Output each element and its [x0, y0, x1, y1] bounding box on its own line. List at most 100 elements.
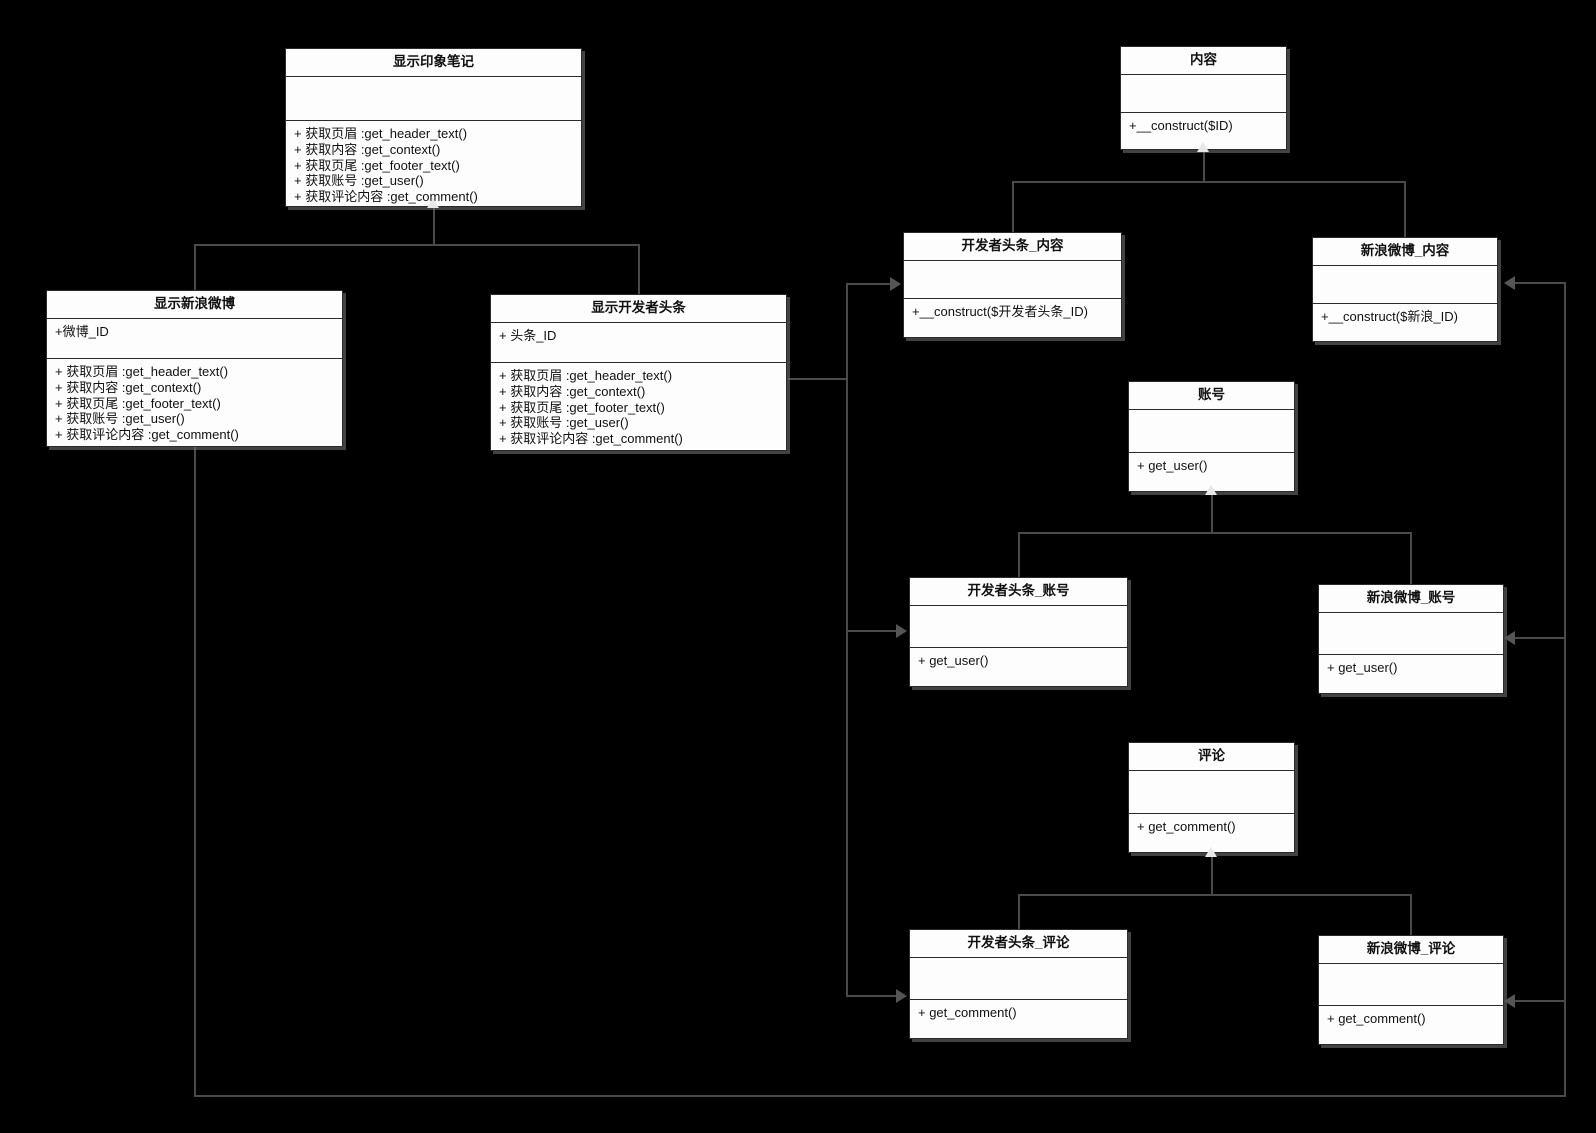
class-box-weibo-content[interactable]: 新浪微博_内容 +__construct($新浪_ID) — [1312, 237, 1498, 342]
connector-content-stem — [1203, 150, 1205, 182]
operation-row: + 获取账号 :get_user() — [499, 415, 629, 431]
class-attributes — [910, 606, 1127, 648]
operation-row: + get_user() — [1137, 457, 1208, 473]
class-operations: + get_user() — [1129, 453, 1294, 480]
class-box-display-evernote[interactable]: 显示印象笔记 + 获取页眉 :get_header_text() + 获取内容 … — [285, 48, 582, 207]
class-title: 开发者头条_评论 — [910, 930, 1127, 958]
class-attributes — [904, 261, 1121, 299]
class-title: 开发者头条_内容 — [904, 233, 1121, 261]
operation-row: + 获取评论内容 :get_comment() — [499, 431, 683, 447]
class-box-weibo-comment[interactable]: 新浪微博_评论 + get_comment() — [1318, 935, 1504, 1045]
class-title: 评论 — [1129, 743, 1294, 771]
class-operations: + 获取页眉 :get_header_text() + 获取内容 :get_co… — [491, 363, 786, 453]
class-operations: + get_user() — [910, 648, 1127, 675]
operation-row: + 获取页尾 :get_footer_text() — [499, 399, 665, 415]
connector-content-branch-toutiao — [1012, 181, 1014, 233]
connector-toutiao-out — [788, 378, 848, 380]
operation-row: + 获取内容 :get_context() — [499, 383, 646, 399]
class-operations: +__construct($开发者头条_ID) — [904, 299, 1121, 326]
class-box-toutiao-comment[interactable]: 开发者头条_评论 + get_comment() — [909, 929, 1128, 1039]
connector-comment-branch-toutiao — [1018, 894, 1020, 930]
class-operations: +__construct($新浪_ID) — [1313, 304, 1497, 331]
class-title: 账号 — [1129, 382, 1294, 410]
operation-row: + 获取账号 :get_user() — [294, 173, 424, 189]
attribute-row: +微博_ID — [55, 323, 109, 339]
generalization-head-evernote — [427, 198, 439, 208]
class-title: 显示印象笔记 — [286, 49, 581, 77]
class-operations: + get_comment() — [1129, 814, 1294, 841]
association-head-toutiao-comment — [896, 989, 907, 1003]
operation-row: + 获取页尾 :get_footer_text() — [55, 395, 221, 411]
association-head-weibo-content — [1504, 276, 1515, 290]
connector-account-branch-weibo — [1410, 532, 1412, 584]
connector-weibo-to-content — [1512, 282, 1566, 284]
connector-comment-stem — [1211, 855, 1213, 895]
connector-toutiao-to-comment — [846, 995, 902, 997]
class-attributes — [1319, 964, 1503, 1006]
class-attributes — [1319, 613, 1503, 655]
operation-row: + 获取页眉 :get_header_text() — [55, 363, 229, 379]
class-operations: + get_user() — [1319, 655, 1503, 682]
operation-row: + 获取页眉 :get_header_text() — [294, 125, 468, 141]
association-head-weibo-account — [1504, 631, 1515, 645]
connector-weibo-to-account — [1512, 637, 1566, 639]
class-box-content[interactable]: 内容 +__construct($ID) — [1120, 46, 1287, 150]
connector-toutiao-to-account — [846, 630, 902, 632]
connector-evernote-stem — [433, 207, 435, 245]
class-title: 内容 — [1121, 47, 1286, 75]
class-attributes — [1129, 771, 1294, 814]
operation-row: + 获取内容 :get_context() — [55, 379, 202, 395]
class-box-display-toutiao[interactable]: 显示开发者头条 + 头条_ID + 获取页眉 :get_header_text(… — [490, 294, 787, 451]
class-title: 开发者头条_账号 — [910, 578, 1127, 606]
class-title: 显示开发者头条 — [491, 295, 786, 323]
class-box-account[interactable]: 账号 + get_user() — [1128, 381, 1295, 492]
operation-row: +__construct($ID) — [1129, 117, 1233, 133]
class-attributes — [1121, 75, 1286, 113]
class-box-display-weibo[interactable]: 显示新浪微博 +微博_ID + 获取页眉 :get_header_text() … — [46, 290, 343, 447]
connector-toutiao-trunk — [846, 283, 848, 996]
association-head-toutiao-content — [890, 277, 901, 291]
class-title: 显示新浪微博 — [47, 291, 342, 319]
connector-account-bus — [1018, 532, 1412, 534]
generalization-head-content — [1197, 142, 1209, 152]
class-attributes — [1313, 266, 1497, 304]
association-head-toutiao-account — [896, 624, 907, 638]
connector-toutiao-to-content — [846, 283, 896, 285]
operation-row: + get_comment() — [1327, 1010, 1426, 1026]
operation-row: + get_user() — [1327, 659, 1398, 675]
connector-evernote-bus — [194, 244, 640, 246]
connector-weibo-down — [194, 447, 196, 1097]
operation-row: + get_comment() — [918, 1004, 1017, 1020]
class-attributes — [1129, 410, 1294, 453]
class-title: 新浪微博_账号 — [1319, 585, 1503, 613]
class-operations: + 获取页眉 :get_header_text() + 获取内容 :get_co… — [286, 121, 581, 211]
operation-row: +__construct($开发者头条_ID) — [912, 303, 1088, 319]
connector-evernote-branch-weibo — [194, 244, 196, 290]
class-operations: + get_comment() — [910, 1000, 1127, 1027]
class-box-comment[interactable]: 评论 + get_comment() — [1128, 742, 1295, 853]
generalization-head-comment — [1205, 847, 1217, 857]
class-box-toutiao-content[interactable]: 开发者头条_内容 +__construct($开发者头条_ID) — [903, 232, 1122, 338]
class-operations: +__construct($ID) — [1121, 113, 1286, 140]
connector-content-bus — [1012, 181, 1405, 183]
association-head-weibo-comment — [1504, 994, 1515, 1008]
operation-row: + 获取页尾 :get_footer_text() — [294, 157, 460, 173]
class-title: 新浪微博_评论 — [1319, 936, 1503, 964]
class-box-toutiao-account[interactable]: 开发者头条_账号 + get_user() — [909, 577, 1128, 687]
operation-row: + get_comment() — [1137, 818, 1236, 834]
operation-row: +__construct($新浪_ID) — [1321, 308, 1458, 324]
connector-weibo-trunk — [1564, 282, 1566, 1097]
operation-row: + 获取内容 :get_context() — [294, 141, 441, 157]
connector-content-branch-weibo — [1404, 181, 1406, 237]
operation-row: + get_user() — [918, 652, 989, 668]
class-box-weibo-account[interactable]: 新浪微博_账号 + get_user() — [1318, 584, 1504, 694]
operation-row: + 获取账号 :get_user() — [55, 411, 185, 427]
attribute-row: + 头条_ID — [499, 327, 557, 343]
class-attributes: + 头条_ID — [491, 323, 786, 363]
connector-weibo-to-comment — [1512, 1000, 1566, 1002]
class-title: 新浪微博_内容 — [1313, 238, 1497, 266]
class-attributes: +微博_ID — [47, 319, 342, 359]
operation-row: + 获取评论内容 :get_comment() — [55, 427, 239, 443]
generalization-head-account — [1205, 485, 1217, 495]
